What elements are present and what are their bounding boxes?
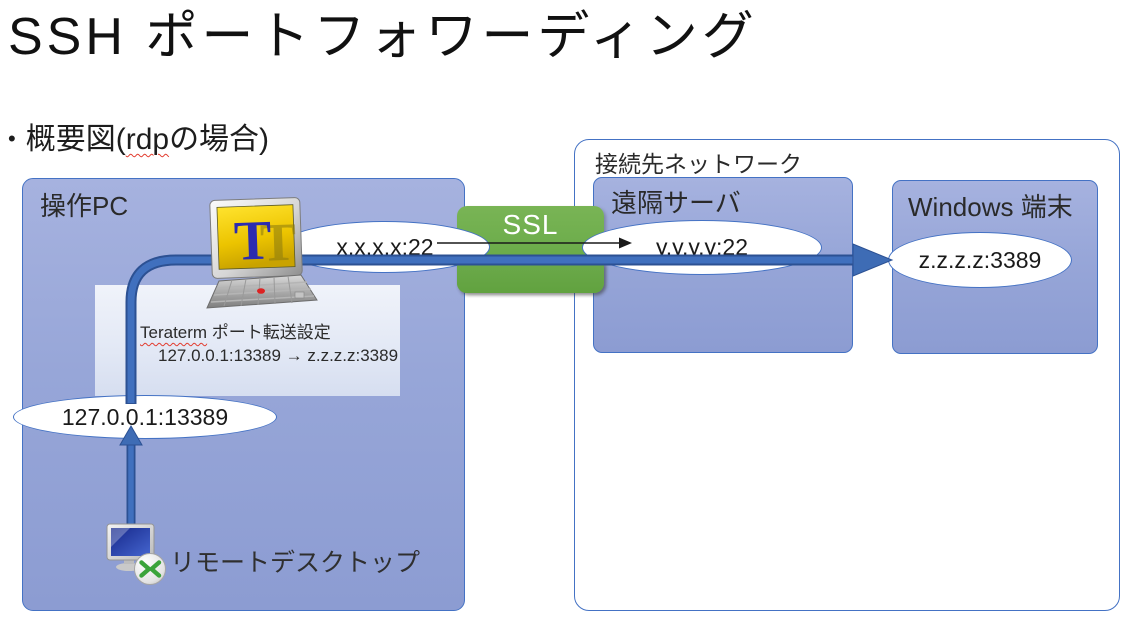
teraterm-icon: T T (206, 197, 318, 309)
teraterm-note-title: Teraterm ポート転送設定 (140, 321, 331, 344)
bullet-item: • 概要図(rdpの場合) (8, 114, 269, 158)
destination-network-label: 接続先ネットワーク (595, 151, 802, 177)
bullet-text-rdp: rdp (125, 123, 170, 156)
ssl-label: SSL (502, 209, 559, 240)
remote-server-label: 遠隔サーバ (611, 188, 741, 218)
endpoint-rdp-target: z.z.z.z:3389 (888, 232, 1072, 288)
teraterm-note-mapping: 127.0.0.1:13389 → z.z.z.z:3389 (158, 346, 399, 365)
operation-pc-label: 操作PC (40, 191, 129, 221)
teraterm-note-title-rest: ポート転送設定 (207, 323, 331, 342)
remote-desktop-label: リモートデスクトップ (170, 549, 421, 577)
windows-terminal-label: Windows 端末 (908, 192, 1073, 222)
page-title: SSH ポートフォワーディング (8, 8, 758, 66)
endpoint-server-ssh: y.y.y.y:22 (582, 220, 822, 275)
ssl-tunnel-box-lower (457, 264, 604, 293)
teraterm-note-appname: Teraterm (140, 323, 208, 342)
remote-desktop-icon (106, 523, 166, 585)
endpoint-local-listen: 127.0.0.1:13389 (13, 395, 277, 439)
bullet-marker: • (8, 126, 16, 151)
teraterm-keyboard (206, 274, 318, 309)
bullet-text-suffix: の場合) (169, 123, 270, 156)
svg-text:T: T (233, 209, 273, 272)
bullet-text-prefix: 概要図( (25, 123, 126, 156)
